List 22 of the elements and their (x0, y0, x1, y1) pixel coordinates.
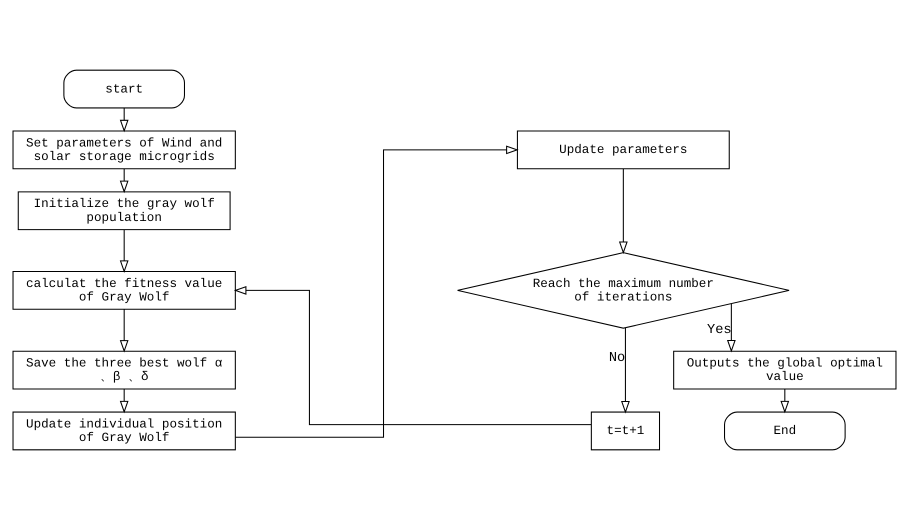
node-box: Set parameters of Wind and solar storage microgrids (12, 130, 236, 170)
arrow (120, 389, 129, 414)
arrow (120, 230, 129, 273)
node-box: start (63, 70, 185, 108)
node-box: Initialize the gray wolf population (18, 191, 231, 230)
node-box: Save the three best wolf α 、β 、δ (12, 350, 236, 390)
node-box: Update individual position of Gray Wolf (12, 412, 236, 450)
node-box: End (724, 412, 846, 450)
arrow (618, 168, 628, 254)
node-box: t=t+1 (590, 412, 660, 450)
arrow (726, 304, 736, 353)
node-box: Update parameters (516, 130, 730, 170)
arrow (236, 145, 519, 438)
arrow (234, 286, 592, 426)
node-box: Outputs the global optimal value (673, 350, 896, 390)
arrow (780, 389, 790, 414)
arrow (120, 108, 129, 132)
arrow (120, 309, 129, 353)
arrow (120, 168, 129, 194)
edge-label: No (608, 350, 626, 366)
arrow (621, 328, 630, 414)
node-box: calculat the fitness value of Gray Wolf (12, 271, 236, 310)
